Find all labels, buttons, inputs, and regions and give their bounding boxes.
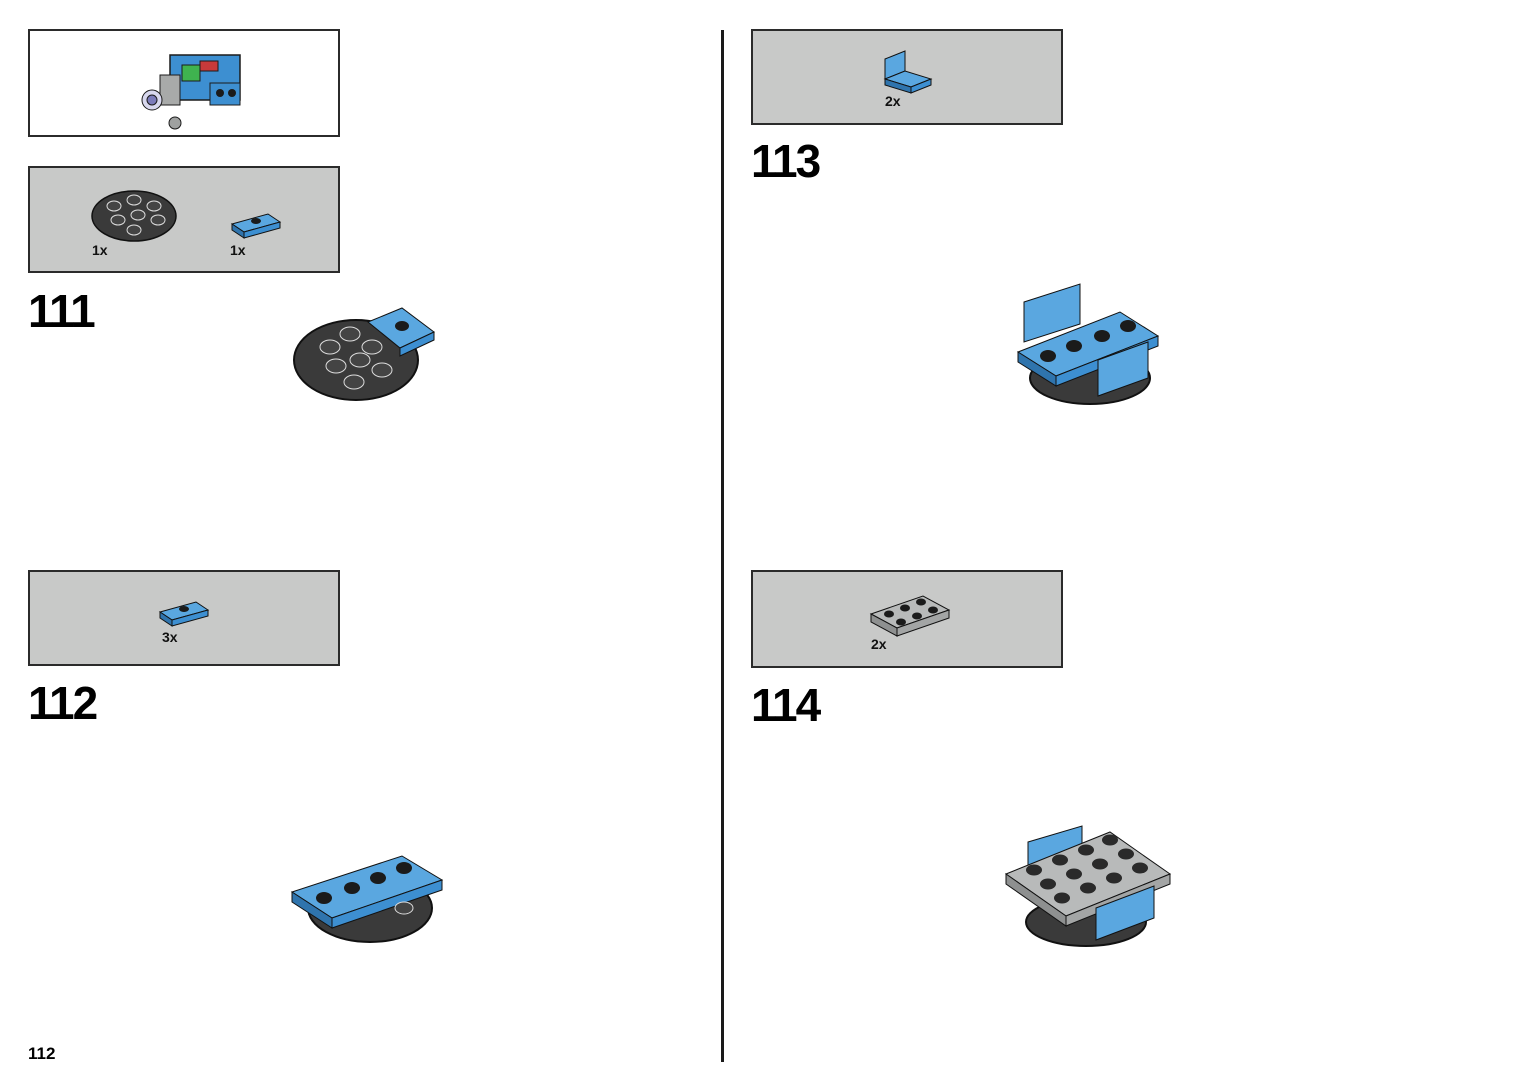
step-number-112: 112 — [28, 677, 98, 729]
parts-callout-step-112: 3x — [28, 570, 340, 666]
jumper-plate-blue-icon — [158, 601, 210, 627]
step-number-113: 113 — [751, 135, 821, 187]
page-divider — [721, 30, 724, 1062]
panel-blue-icon — [883, 50, 933, 94]
part-qty-panel: 2x — [885, 93, 901, 109]
submodel-preview-box — [28, 29, 340, 137]
step-112-model-icon — [290, 855, 444, 943]
parts-callout-step-113: 2x — [751, 29, 1063, 125]
parts-callout-step-111: 1x 1x — [28, 166, 340, 273]
step-114-model-icon — [1004, 825, 1172, 947]
plate-2x3-gray-icon — [869, 595, 951, 637]
round-plate-black-icon — [91, 190, 177, 242]
part-qty-plate: 2x — [871, 636, 887, 652]
step-number-114: 114 — [751, 679, 821, 731]
submodel-preview-icon — [141, 54, 241, 130]
jumper-plate-blue-icon — [230, 213, 282, 239]
part-qty-jumper-plate: 1x — [230, 242, 246, 258]
step-number-111: 111 — [28, 285, 96, 337]
step-113-model-icon — [1016, 283, 1160, 405]
page-number: 112 — [28, 1044, 56, 1063]
part-qty-round-plate: 1x — [92, 242, 108, 258]
part-qty-jumper-plate: 3x — [162, 629, 178, 645]
step-111-model-icon — [293, 307, 435, 401]
parts-callout-step-114: 2x — [751, 570, 1063, 668]
